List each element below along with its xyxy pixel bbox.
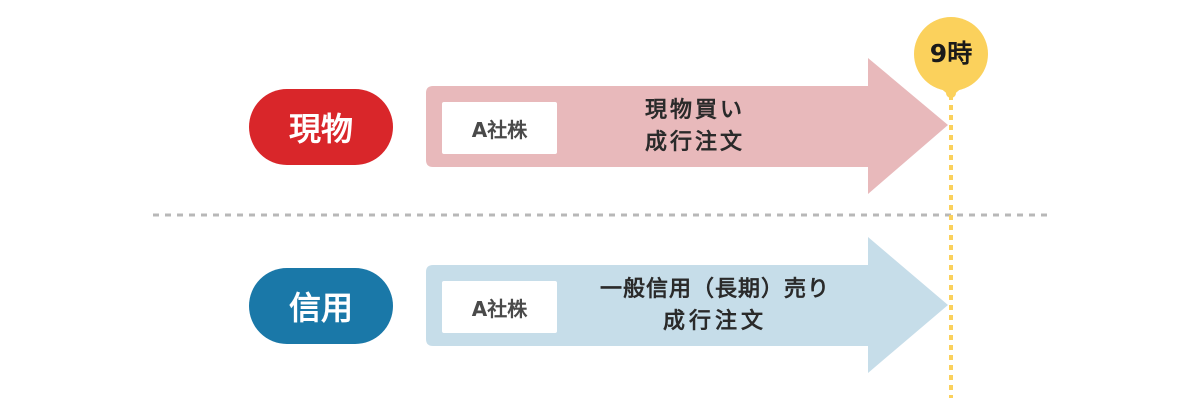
spot-stock-label: A社株	[442, 102, 557, 154]
spot-order-arrow	[426, 58, 948, 194]
time-marker-bubble	[914, 17, 988, 91]
spot-order-text: 現物買い 成行注文	[560, 95, 830, 159]
time-marker-pointer	[938, 86, 964, 97]
time-marker-label: 9時	[929, 39, 973, 68]
margin-trade-pill: 信用	[249, 268, 393, 344]
margin-stock-label: A社株	[442, 281, 557, 333]
spot-trade-pill: 現物	[249, 89, 393, 165]
margin-order-line-1: 一般信用（長期）売り	[599, 277, 830, 302]
margin-order-text: 一般信用（長期）売り 成行注文	[565, 274, 865, 338]
margin-order-arrow	[426, 237, 948, 373]
margin-order-line-2: 成行注文	[662, 309, 767, 334]
spot-order-line-2: 成行注文	[644, 130, 745, 155]
spot-order-line-1: 現物買い	[644, 98, 745, 123]
